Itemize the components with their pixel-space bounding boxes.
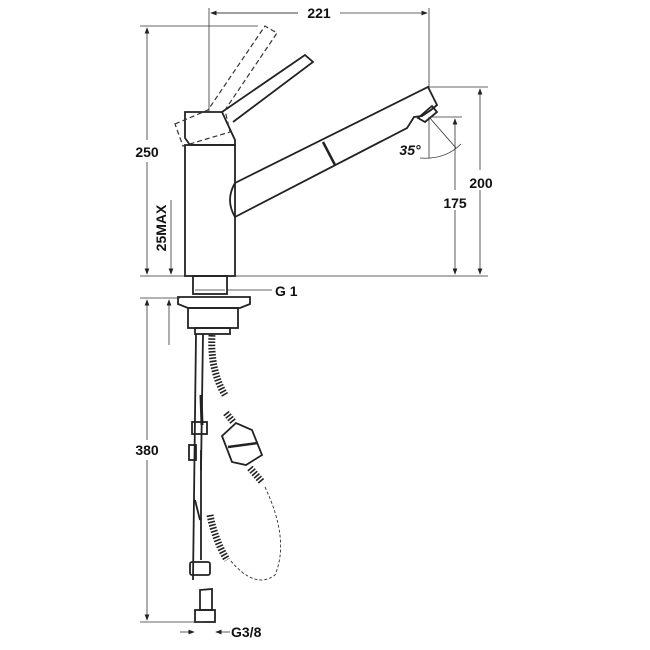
dim-25max-label: 25MAX xyxy=(153,204,169,251)
supply-hoses xyxy=(188,333,231,623)
dim-250-label: 250 xyxy=(135,144,159,160)
lever-alt-position xyxy=(174,25,278,147)
hose-weight xyxy=(220,410,282,581)
dimension-deck: 25MAX xyxy=(153,200,174,345)
angle-label: 35° xyxy=(399,142,421,158)
dimension-outlet-height: 175 xyxy=(430,116,467,275)
faucet-body xyxy=(184,144,236,277)
dim-221-label: 221 xyxy=(307,5,331,21)
dimension-reach: 221 xyxy=(208,5,430,112)
thread-g1-label: G 1 xyxy=(275,283,298,299)
connection-thread: G3/8 xyxy=(180,624,262,640)
mounting-thread: G 1 xyxy=(177,275,298,335)
dim-200-label: 200 xyxy=(469,175,493,191)
thread-g38-label: G3/8 xyxy=(231,624,262,640)
lever-handle xyxy=(221,53,315,123)
angle-indicator: 35° xyxy=(399,116,462,159)
dimension-spout-height: 200 xyxy=(429,86,493,275)
dim-175-label: 175 xyxy=(443,195,467,211)
dim-380-label: 380 xyxy=(135,442,159,458)
dimension-hose-length: 380 xyxy=(135,297,205,623)
dimension-height: 250 xyxy=(135,25,258,275)
pull-out-spout xyxy=(229,85,439,218)
